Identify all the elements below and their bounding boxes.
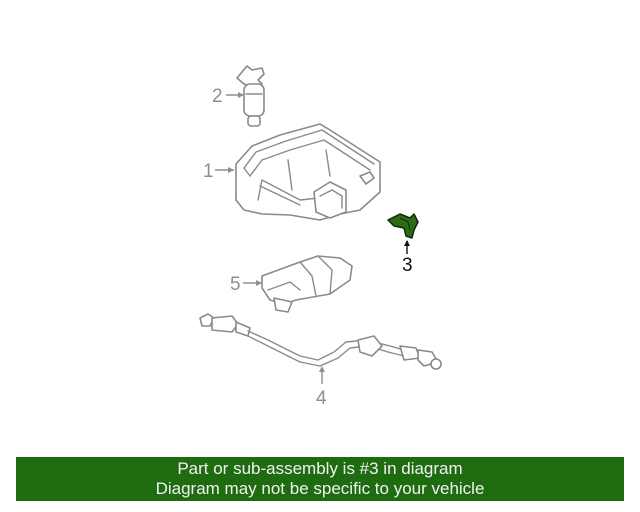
callout-3-label: 3: [402, 255, 413, 276]
callout-4: 4: [316, 366, 327, 409]
callout-2: 2: [212, 86, 244, 107]
part-3-bracket[interactable]: [387, 213, 419, 239]
callout-1: 1: [203, 161, 234, 182]
callout-5-label: 5: [230, 274, 241, 295]
callout-4-label: 4: [316, 388, 327, 409]
callout-3: 3: [402, 240, 413, 276]
part-2-valve[interactable]: [236, 65, 265, 127]
part-4-oxygen-sensor[interactable]: [199, 313, 442, 370]
part-5-sensor[interactable]: [261, 255, 353, 313]
part-1-canister[interactable]: [235, 123, 381, 221]
callout-5: 5: [230, 274, 262, 295]
callout-1-label: 1: [203, 161, 214, 182]
callout-2-label: 2: [212, 86, 223, 107]
info-banner: Part or sub-assembly is #3 in diagram Di…: [16, 457, 624, 501]
banner-line-1: Part or sub-assembly is #3 in diagram: [177, 459, 463, 478]
banner-line-2: Diagram may not be specific to your vehi…: [155, 479, 485, 498]
